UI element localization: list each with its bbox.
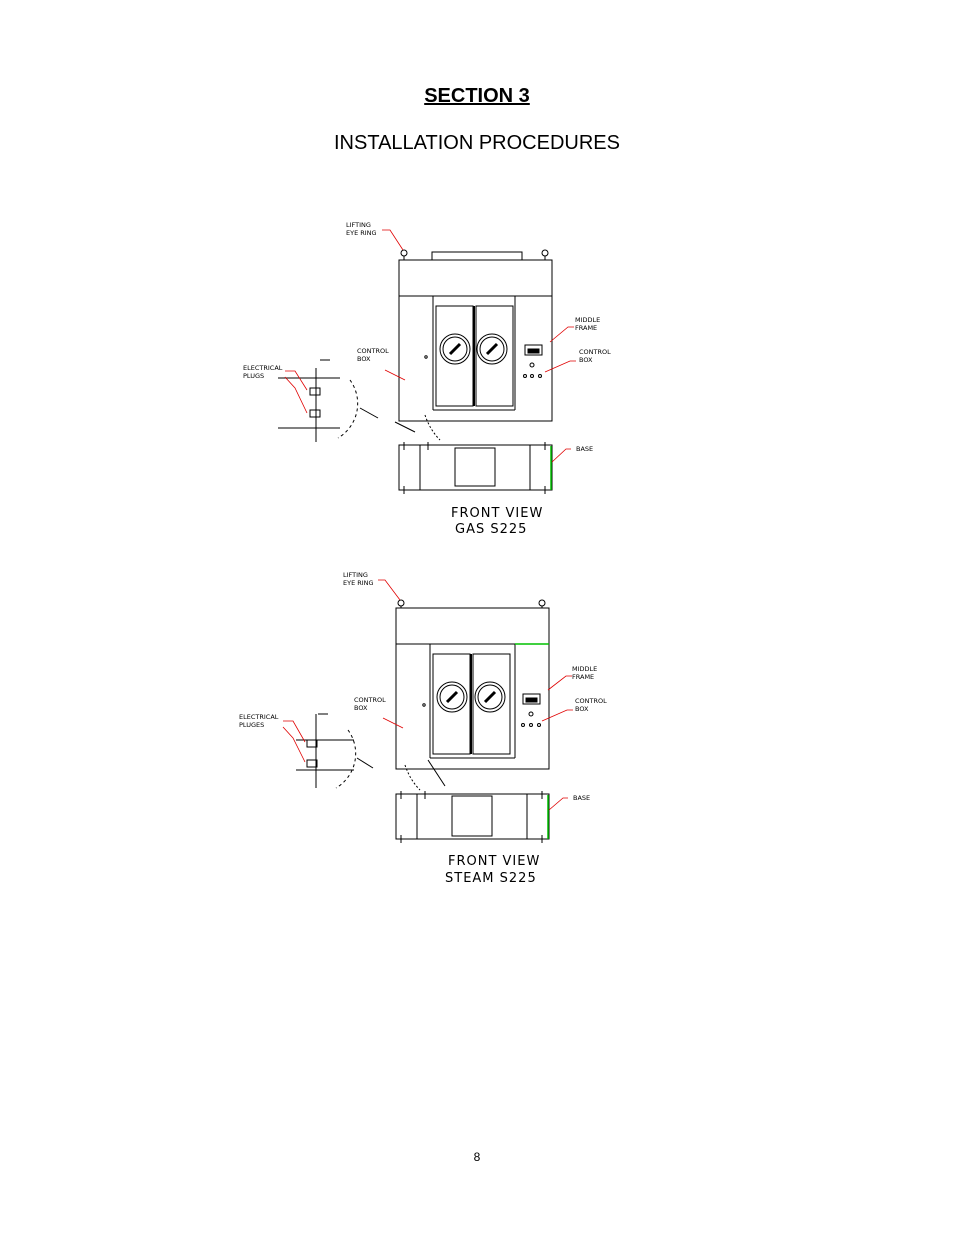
base-label: BASE [573, 794, 590, 802]
steam-oven-diagram: LIFTING EYE RING MIDDLE FRAME CONTROL BO… [239, 571, 607, 886]
gas-oven-diagram: LIFTING EYE RING MIDDLE FRAME CONTROL BO… [243, 221, 611, 537]
front-view-steam-drawing: LIFTING EYE RING MIDDLE FRAME CONTROL BO… [0, 560, 954, 900]
middle-frame-label: MIDDLE [575, 316, 600, 324]
control-box-left-label: CONTROL [354, 696, 386, 704]
middle-frame-label-2: FRAME [575, 324, 597, 332]
figure-caption-view: FRONT VIEW [448, 854, 540, 869]
control-box-left-label-2: BOX [357, 355, 371, 363]
front-view-gas-drawing: LIFTING EYE RING MIDDLE FRAME CONTROL BO… [0, 210, 954, 550]
control-box-right-label-2: BOX [575, 705, 589, 713]
control-box-right-label-2: BOX [579, 356, 593, 364]
electrical-plugs-label: ELECTRICAL [243, 364, 283, 372]
control-box-left-label: CONTROL [357, 347, 389, 355]
figure-caption-model: GAS S225 [455, 522, 527, 537]
lifting-eye-ring-label-2: EYE RING [346, 229, 377, 237]
lifting-eye-ring-label: LIFTING [346, 221, 371, 229]
electrical-plugs-label-2: PLUGES [239, 721, 264, 729]
figure-caption-model: STEAM S225 [445, 871, 537, 886]
control-box-right-label: CONTROL [575, 697, 607, 705]
electrical-plugs-label: ELECTRICAL [239, 713, 279, 721]
middle-frame-label: MIDDLE [572, 665, 597, 673]
section-heading: SECTION 3 [424, 85, 530, 107]
electrical-plugs-label-2: PLUGS [243, 372, 264, 380]
figure-caption-view: FRONT VIEW [451, 506, 543, 521]
control-box-right-label: CONTROL [579, 348, 611, 356]
middle-frame-label-2: FRAME [572, 673, 594, 681]
lifting-eye-ring-label-2: EYE RING [343, 579, 374, 587]
lifting-eye-ring-label: LIFTING [343, 571, 368, 579]
control-box-left-label-2: BOX [354, 704, 368, 712]
base-label: BASE [576, 445, 593, 453]
page-title: INSTALLATION PROCEDURES [334, 132, 620, 154]
page-number: 8 [473, 1150, 481, 1164]
